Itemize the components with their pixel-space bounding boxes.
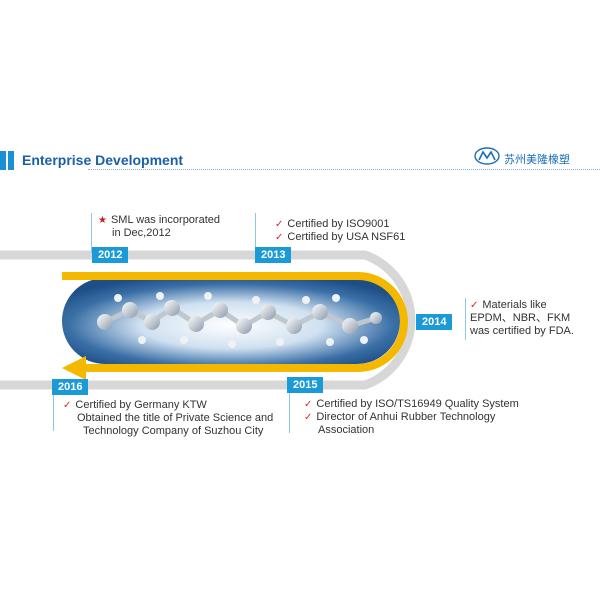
year-tag-2014: 2014 (416, 314, 453, 330)
check-icon: ✓ (304, 399, 313, 410)
milestone-2012-connector (91, 213, 92, 253)
check-icon: ✓ (63, 400, 72, 411)
company-logo-text: 苏州美隆橡塑 (504, 153, 570, 166)
milestone-2016-connector (53, 395, 54, 431)
header-accent-bar (0, 151, 6, 170)
header-divider (88, 169, 600, 170)
check-icon: ✓ (275, 232, 284, 243)
milestone-2013-text: ✓Certified by ISO9001 ✓Certified by USA … (275, 218, 406, 243)
milestone-2015-text: ✓Certified by ISO/TS16949 Quality System… (304, 398, 519, 436)
year-tag-2013: 2013 (255, 247, 292, 263)
molecule-chain-icon (97, 292, 382, 348)
check-icon: ✓ (470, 300, 479, 311)
page-title: Enterprise Development (22, 152, 184, 168)
milestone-2012-text: ★SML was incorporated in Dec,2012 (98, 214, 221, 239)
header-accent-bar-2 (8, 151, 14, 170)
year-tag-2015: 2015 (287, 377, 324, 393)
milestone-2014-connector (465, 298, 466, 340)
milestone-2016-text: ✓Certified by Germany KTW Obtained the t… (63, 399, 274, 437)
company-logo-icon (474, 147, 500, 165)
check-icon: ✓ (275, 219, 284, 230)
milestone-2014-text: ✓Materials like EPDM、NBR、FKM was certifi… (470, 299, 574, 337)
check-icon: ✓ (304, 412, 313, 423)
milestone-2013-connector (255, 213, 256, 253)
year-tag-2016: 2016 (52, 379, 89, 395)
year-tag-2012: 2012 (92, 247, 129, 263)
milestone-2015-connector (289, 393, 290, 433)
star-icon: ★ (98, 215, 107, 226)
